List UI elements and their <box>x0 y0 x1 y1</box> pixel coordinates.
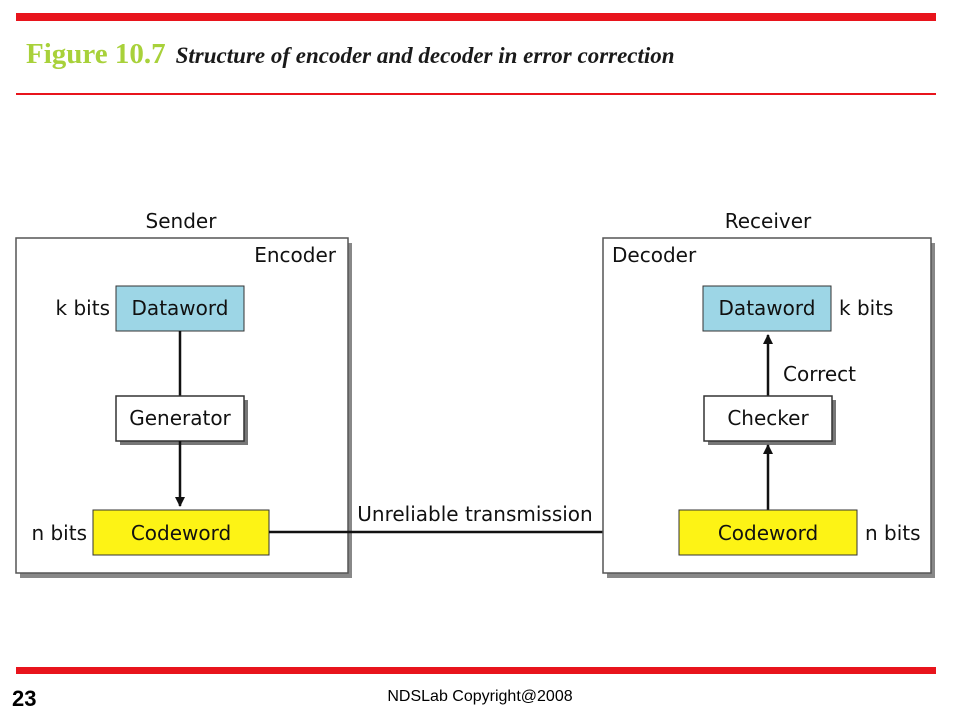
generator-label: Generator <box>129 406 231 430</box>
checker-box <box>703 395 836 445</box>
figure-number: Figure 10.7 <box>26 38 166 70</box>
sender-codeword-label: Codeword <box>131 521 231 545</box>
bottom-rule <box>16 667 936 674</box>
figure-title: Figure 10.7 Structure of encoder and deco… <box>26 38 675 71</box>
receiver-codeword-bits: n bits <box>865 521 921 545</box>
receiver-dataword-bits: k bits <box>839 296 893 320</box>
receiver-dataword-box <box>702 285 832 332</box>
figure-caption: Structure of encoder and decoder in erro… <box>175 43 675 68</box>
checker-label: Checker <box>727 406 809 430</box>
receiver-heading: Receiver <box>725 209 812 233</box>
receiver-dataword-label: Dataword <box>719 296 816 320</box>
receiver-codeword-box <box>678 509 858 556</box>
generator-box <box>115 395 248 445</box>
sender-codeword-box <box>92 509 270 556</box>
channel-label: Unreliable transmission <box>357 502 592 526</box>
encoder-label: Encoder <box>254 243 337 267</box>
copyright-text: NDSLab Copyright@2008 <box>387 688 573 705</box>
sender-heading: Sender <box>146 209 218 233</box>
slide-number: 23 <box>12 686 37 711</box>
sender-dataword-label: Dataword <box>132 296 229 320</box>
sender-codeword-bits: n bits <box>31 521 87 545</box>
correct-label: Correct <box>783 362 856 386</box>
title-underline <box>16 93 936 95</box>
receiver-codeword-label: Codeword <box>718 521 818 545</box>
decoder-label: Decoder <box>612 243 697 267</box>
top-rule <box>16 13 936 21</box>
sender-dataword-bits: k bits <box>56 296 110 320</box>
sender-dataword-box <box>115 285 245 332</box>
